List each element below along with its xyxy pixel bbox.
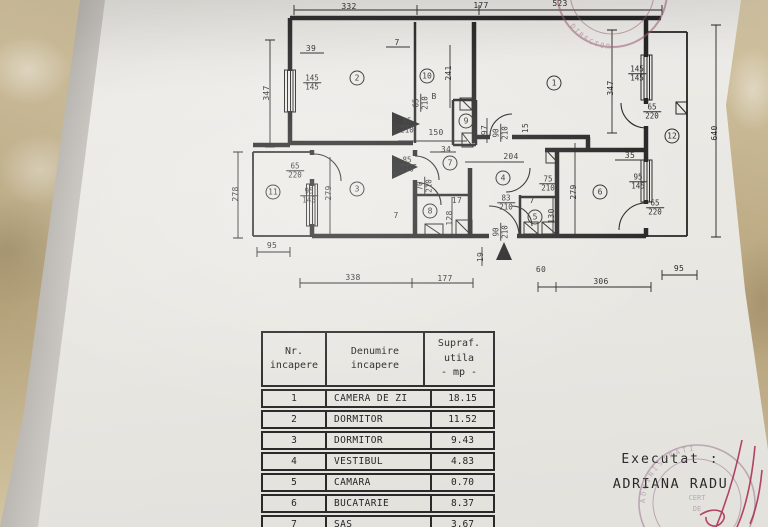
table-cell: VESTIBUL xyxy=(327,454,432,469)
room-number-marker: 2 xyxy=(349,70,365,86)
dimension-label: 17 xyxy=(451,196,463,205)
dimension-label: 347 xyxy=(262,85,271,101)
dimension-label: 332 xyxy=(341,2,357,11)
header-room-number: Nr. incapere xyxy=(263,333,327,385)
table-cell: 9.43 xyxy=(451,435,474,446)
dimension-label: 60 xyxy=(535,265,547,274)
dimension-label: 338 xyxy=(345,273,361,282)
executed-by-label: Executat : xyxy=(621,452,720,467)
dimension-label: 97 xyxy=(480,124,489,136)
table-cell: 5 xyxy=(263,475,327,490)
table-cell: CAMARA xyxy=(327,475,432,490)
table-cell: 3.67 xyxy=(451,519,474,527)
dimension-label: 278 xyxy=(231,186,240,202)
dimension-label: 204 xyxy=(503,152,519,161)
dimension-label: 7 xyxy=(393,211,399,220)
room-number-marker: 5 xyxy=(527,209,543,225)
dimension-label: 241 xyxy=(444,65,453,81)
dimension-label: 7 xyxy=(394,38,400,47)
rooms-table: Nr. incapere Denumire incapere Supraf. u… xyxy=(261,331,495,527)
executed-by-block: Executat : ADRIANA RADU xyxy=(578,452,763,492)
dimension-label: 34 xyxy=(440,145,452,154)
table-cell: 8.37 xyxy=(451,498,474,509)
room-number-marker: 9 xyxy=(458,113,474,129)
dimension-label: 15 xyxy=(521,122,530,134)
table-cell: DORMITOR xyxy=(327,433,432,448)
table-cell: 4 xyxy=(263,454,327,469)
dimension-label: 95 xyxy=(673,264,685,273)
room-number-marker: 7 xyxy=(442,155,458,171)
dimension-label: 150 xyxy=(428,128,444,137)
table-header: Nr. incapere Denumire incapere Supraf. u… xyxy=(261,331,495,387)
dimension-label: B xyxy=(431,92,437,101)
dimension-label: 279 xyxy=(569,184,578,200)
dimension-label: 39 xyxy=(305,44,317,53)
floor-plan-walls xyxy=(233,5,721,292)
dimension-label: 347 xyxy=(606,80,615,96)
table-cell: DORMITOR xyxy=(327,412,432,427)
table-cell: 0.70 xyxy=(451,477,474,488)
table-cell: 3 xyxy=(263,433,327,448)
header-room-area: Supraf. utila - mp - xyxy=(437,338,481,379)
dimension-label: 95 xyxy=(266,241,278,250)
dimension-label: 7 xyxy=(529,196,535,205)
dimension-label: 177 xyxy=(473,1,489,10)
table-cell: 2 xyxy=(263,412,327,427)
table-cell: 11.52 xyxy=(448,414,477,425)
room-number-marker: 4 xyxy=(495,170,511,186)
dimension-label: 35 xyxy=(624,151,636,160)
dimension-label: 523 xyxy=(552,0,568,8)
table-cell: 18.15 xyxy=(448,393,477,404)
room-number-marker: 10 xyxy=(419,68,435,84)
room-number-marker: 3 xyxy=(349,181,365,197)
north-arrow-icon xyxy=(496,242,512,260)
table-cell: 7 xyxy=(263,517,327,527)
dimension-label: 640 xyxy=(710,125,719,141)
room-number-marker: 1 xyxy=(546,75,562,91)
table-cell: 4.83 xyxy=(451,456,474,467)
table-cell: 1 xyxy=(263,391,327,406)
table-cell: SAS xyxy=(327,517,432,527)
dimension-label: 130 xyxy=(547,208,556,224)
room-number-marker: 12 xyxy=(664,128,680,144)
room-number-marker: 11 xyxy=(265,184,281,200)
dimension-label: 128 xyxy=(445,210,454,226)
room-number-marker: 6 xyxy=(592,184,608,200)
executed-by-name: ADRIANA RADU xyxy=(612,476,729,492)
dimension-label: 19 xyxy=(476,251,485,263)
table-cell: 6 xyxy=(263,496,327,511)
room-number-marker: 8 xyxy=(422,203,438,219)
dimension-label: 279 xyxy=(324,185,333,201)
dimension-label: 177 xyxy=(437,274,453,283)
header-room-name: Denumire incapere xyxy=(327,333,425,385)
dimension-label: 306 xyxy=(593,277,609,286)
table-cell: CAMERA DE ZI xyxy=(327,391,432,406)
table-cell: BUCATARIE xyxy=(327,496,432,511)
